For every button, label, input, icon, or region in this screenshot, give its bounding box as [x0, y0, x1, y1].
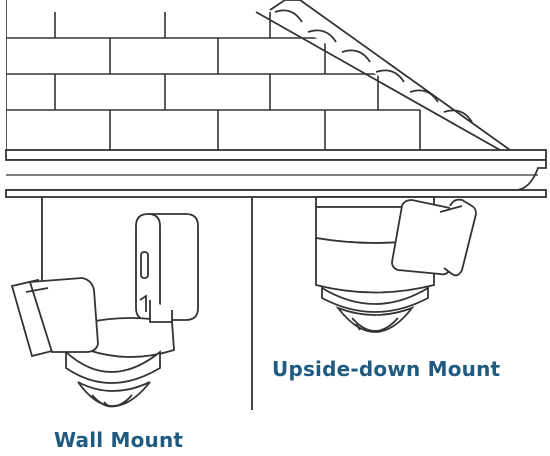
- eave-gutter: [5, 149, 547, 198]
- upside-down-mount-camera: [315, 196, 477, 333]
- wall-mount-camera: [10, 213, 199, 408]
- wall-mount-label: Wall Mount: [54, 428, 184, 452]
- brick-wall: [6, 0, 421, 150]
- roof-ridge: [255, 0, 511, 151]
- wall-posts: [41, 197, 253, 410]
- upside-down-mount-label: Upside-down Mount: [272, 357, 501, 381]
